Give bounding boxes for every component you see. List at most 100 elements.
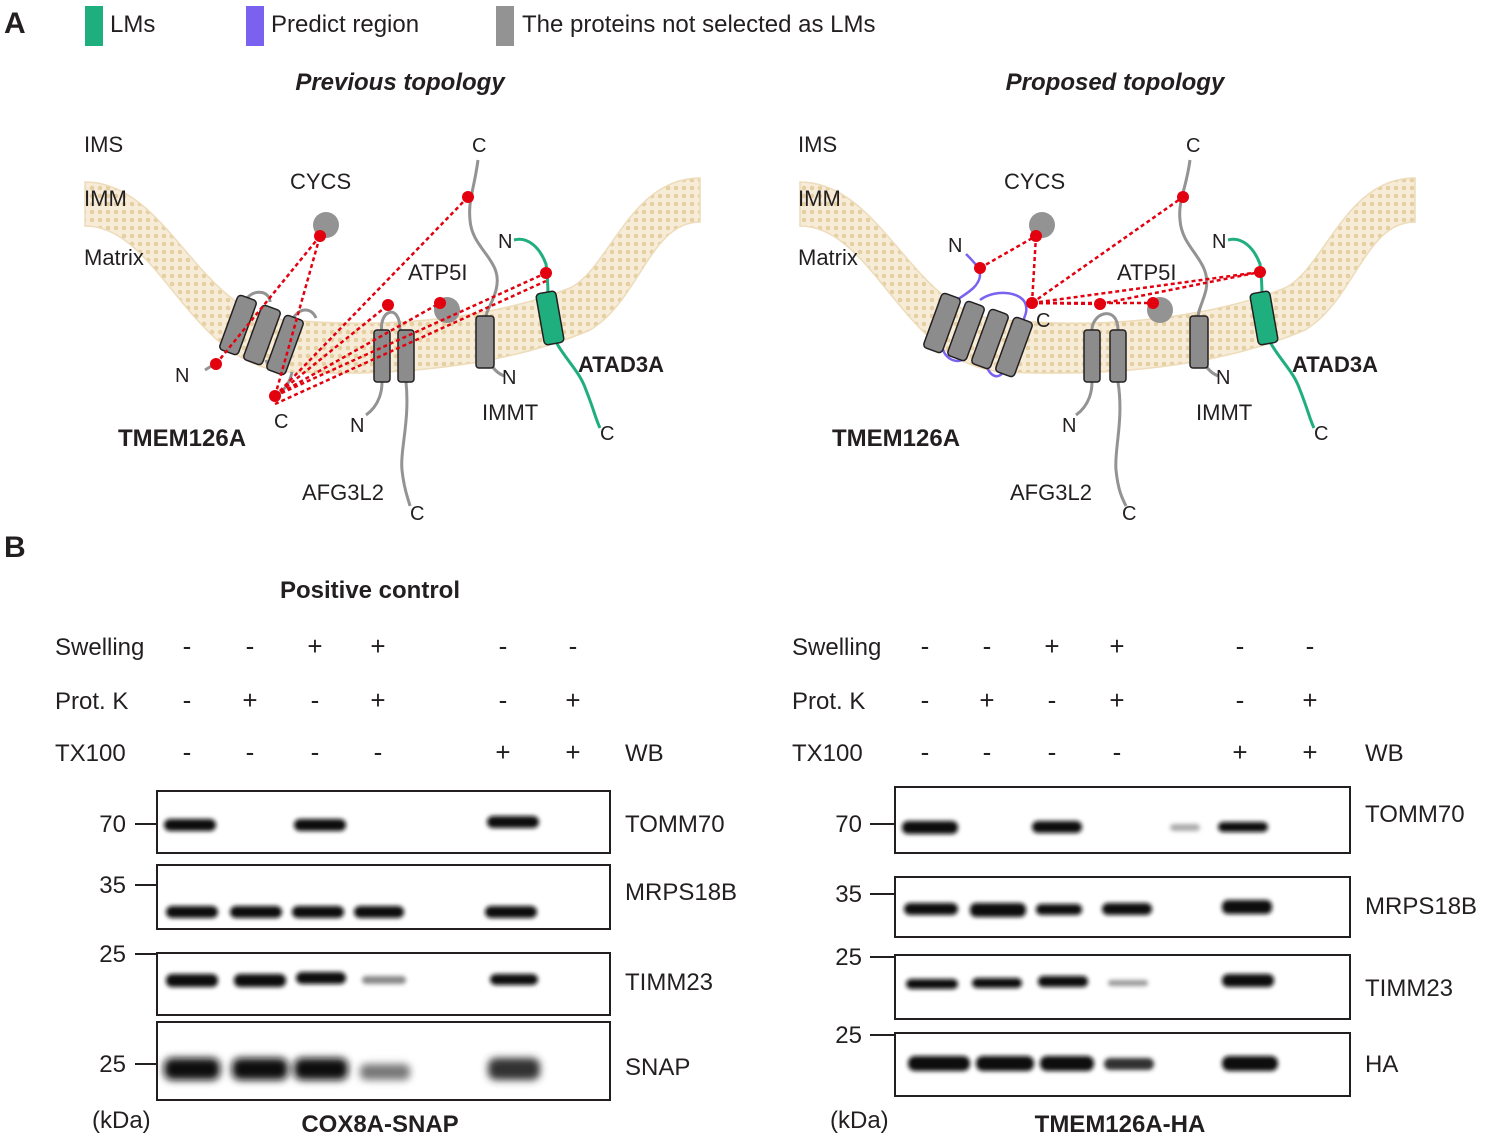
right-name-ha: HA [1365,1051,1398,1078]
immt-label: IMMT [482,400,538,425]
cycs-label-proposed: CYCS [1004,169,1065,194]
left-marker-70: 70 [99,811,126,838]
right-kda: (kDa) [830,1107,889,1134]
left-protk-6: + [565,685,580,715]
immt-label-proposed: IMMT [1196,400,1252,425]
left-blots: 70 TOMM70 35 MRPS18B 25 TIMM23 [92,790,737,1138]
right-protk-4: + [1109,685,1124,715]
left-marker-25a: 25 [99,941,126,968]
left-swelling-2: - [246,631,255,661]
afg3l2-n: N [350,415,364,437]
left-blot-snap [156,1021,611,1101]
left-swelling-1: - [183,631,192,661]
right-row-tx100: TX100 [792,740,863,767]
atad3a-n: N [498,231,512,253]
left-marker-25b: 25 [99,1051,126,1078]
left-protk-2: + [242,685,257,715]
band [970,903,1026,917]
band [908,1056,970,1071]
right-caption: TMEM126A-HA [1035,1111,1206,1138]
crosslinks-proposed [979,195,1261,306]
ims-label-proposed: IMS [798,132,837,157]
right-blots: 70 TOMM70 35 MRPS18B 25 TIMM23 [830,786,1477,1138]
right-row-protk: Prot. K [792,688,865,715]
right-swelling-6: - [1306,631,1315,661]
band [1032,821,1082,833]
right-tx100-1: - [921,737,930,767]
right-protk-3: - [1048,685,1057,715]
matrix-label: Matrix [84,245,144,270]
atad3a-label: ATAD3A [578,352,664,377]
band [904,903,958,915]
atad3a-c: C [600,423,614,445]
band [972,978,1022,988]
left-tx100-4: - [374,737,383,767]
previous-title: Previous topology [295,69,506,96]
ims-label: IMS [84,132,123,157]
atad3a-n-proposed: N [1212,231,1226,253]
tmem126a-n: N [175,365,189,387]
left-tx100-3: - [311,737,320,767]
band [166,906,218,918]
right-tx100-6: + [1302,737,1317,767]
left-wb: WB [625,740,664,767]
left-name-tomm70: TOMM70 [625,811,725,838]
left-name-snap: SNAP [625,1054,690,1081]
band [902,821,958,834]
right-swelling-1: - [921,631,930,661]
band [1222,974,1274,987]
band [487,816,539,828]
band [294,819,346,831]
band [230,906,282,918]
right-treatment-table: Swelling Prot. K TX100 WB - - + + - - - … [792,631,1404,767]
tmem126a-c-proposed: C [1036,310,1050,332]
imm-label: IMM [84,186,127,211]
right-name-timm23: TIMM23 [1365,975,1453,1002]
right-swelling-2: - [983,631,992,661]
positive-control-title: Positive control [280,577,460,604]
right-marker-25b: 25 [835,1022,862,1049]
tmem126a-protein [204,290,318,398]
right-tx100-2: - [983,737,992,767]
left-blot-mrps18b [156,864,611,930]
left-blot-tomm70 [156,790,611,854]
proposed-topology: Proposed topology IMS IMM Matrix CYCS AT… [798,69,1416,525]
band [164,1058,220,1080]
cycs-label: CYCS [290,169,351,194]
right-swelling-5: - [1236,631,1245,661]
legend-swatch-predict [246,6,264,46]
tmem126a-label: TMEM126A [118,425,246,452]
band [362,976,406,984]
crosslink-sites-previous [210,191,552,402]
immt-c: C [472,135,486,157]
left-row-swelling: Swelling [55,634,144,661]
right-tx100-3: - [1048,737,1057,767]
band [166,974,218,987]
band [976,1056,1034,1071]
band [488,1058,540,1080]
band [1218,822,1268,832]
panel-b-label: B [4,531,26,564]
left-row-tx100: TX100 [55,740,126,767]
legend: LMs Predict region The proteins not sele… [85,6,876,46]
left-row-protk: Prot. K [55,688,128,715]
right-swelling-3: + [1044,631,1059,661]
left-name-timm23: TIMM23 [625,969,713,996]
right-swelling-4: + [1109,631,1124,661]
left-swelling-4: + [370,631,385,661]
band [490,974,538,985]
proposed-title: Proposed topology [1006,69,1226,96]
band [292,906,344,918]
immt-c-proposed: C [1186,135,1200,157]
immt-n-proposed: N [1216,367,1230,389]
right-tx100-5: + [1232,737,1247,767]
crosslink-sites-proposed [974,191,1266,310]
atp5i-label-proposed: ATP5I [1117,260,1177,285]
band [1222,1056,1278,1071]
tmem126a-label-proposed: TMEM126A [832,425,960,452]
left-swelling-6: - [569,631,578,661]
left-protk-3: - [311,685,320,715]
band [1104,1058,1154,1070]
band [232,1058,288,1080]
